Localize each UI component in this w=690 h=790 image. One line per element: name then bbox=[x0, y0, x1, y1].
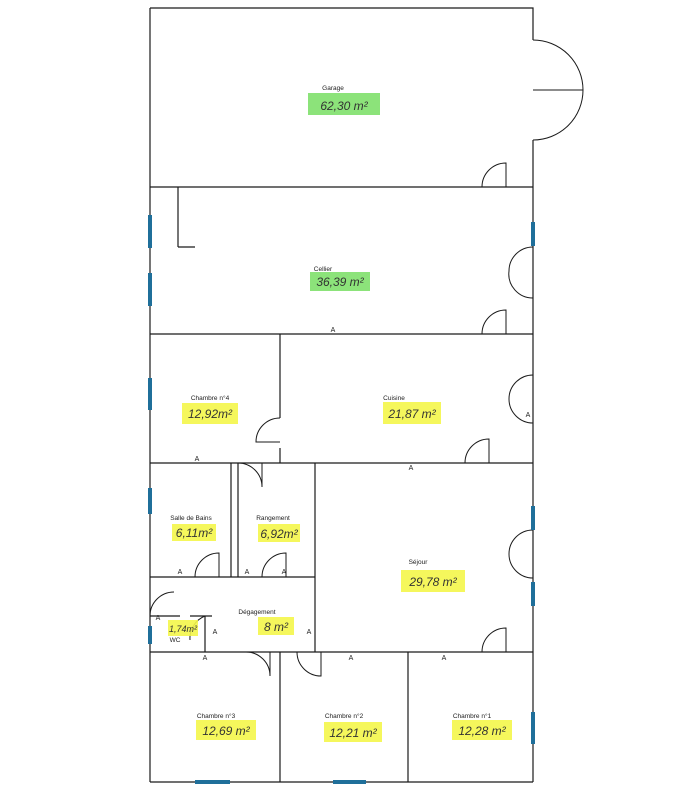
area-highlight-garage bbox=[308, 93, 380, 115]
area-highlight-cellier bbox=[310, 272, 370, 291]
area-highlight-chambre2 bbox=[324, 722, 382, 742]
room-name-cellier: Cellier bbox=[314, 266, 333, 273]
room-name-chambre1: Chambre n°1 bbox=[453, 712, 492, 720]
area-highlight-rangement bbox=[258, 524, 300, 542]
area-highlight-chambre1 bbox=[452, 720, 512, 740]
marker-a: A bbox=[245, 569, 250, 576]
marker-a: A bbox=[442, 655, 447, 662]
area-salle-de-bains: 6,11m² bbox=[176, 526, 213, 540]
area-highlight-chambre4 bbox=[182, 403, 238, 424]
area-highlight-wc bbox=[168, 620, 198, 636]
area-highlight-salle-de-bains bbox=[172, 524, 216, 541]
marker-a: A bbox=[156, 615, 161, 622]
marker-a: A bbox=[178, 569, 183, 576]
room-name-sejour: Séjour bbox=[409, 559, 429, 566]
area-chambre2: 12,21 m² bbox=[329, 726, 377, 740]
room-name-wc: WC bbox=[170, 637, 181, 644]
marker-a: A bbox=[213, 629, 218, 636]
room-name-degagement: Dégagement bbox=[238, 609, 275, 616]
marker-a: A bbox=[349, 655, 354, 662]
area-cuisine: 21,87 m² bbox=[387, 407, 436, 421]
walls bbox=[149, 7, 534, 783]
marker-a: A bbox=[526, 412, 531, 419]
area-degagement: 8 m² bbox=[264, 620, 289, 634]
area-garage: 62,30 m² bbox=[320, 99, 368, 113]
room-name-chambre3: Chambre n°3 bbox=[197, 712, 236, 720]
marker-a: A bbox=[195, 456, 200, 463]
doors bbox=[149, 39, 584, 677]
area-cellier: 36,39 m² bbox=[316, 275, 364, 289]
area-highlight-degagement bbox=[258, 617, 294, 635]
area-chambre3: 12,69 m² bbox=[202, 724, 250, 738]
marker-a: A bbox=[307, 629, 312, 636]
marker-a: A bbox=[409, 465, 414, 472]
area-sejour: 29,78 m² bbox=[408, 575, 457, 589]
room-name-chambre2: Chambre n°2 bbox=[325, 712, 364, 720]
area-highlight-cuisine bbox=[383, 402, 441, 424]
area-highlight-chambre3 bbox=[196, 720, 256, 740]
room-name-cuisine: Cuisine bbox=[383, 395, 405, 402]
windows bbox=[148, 215, 535, 784]
area-chambre4: 12,92m² bbox=[188, 407, 233, 421]
marker-a: A bbox=[331, 327, 336, 334]
marker-a: A bbox=[203, 655, 208, 662]
room-name-chambre4: Chambre n°4 bbox=[191, 394, 230, 402]
marker-a: A bbox=[282, 569, 287, 576]
room-name-garage: Garage bbox=[322, 85, 344, 92]
section-markers: A A A A A A A A A A A A A bbox=[156, 327, 531, 662]
area-rangement: 6,92m² bbox=[260, 527, 298, 541]
room-name-rangement: Rangement bbox=[256, 515, 290, 522]
area-labels: 62,30 m² 36,39 m² 12,92m² 21,87 m² 6,11m… bbox=[168, 93, 512, 742]
area-highlight-sejour bbox=[401, 570, 465, 592]
room-name-salle-de-bains: Salle de Bains bbox=[170, 515, 212, 522]
room-labels: Garage Cellier Chambre n°4 Cuisine Salle… bbox=[170, 85, 492, 720]
area-chambre1: 12,28 m² bbox=[458, 724, 506, 738]
area-wc: 1,74m² bbox=[169, 624, 198, 634]
